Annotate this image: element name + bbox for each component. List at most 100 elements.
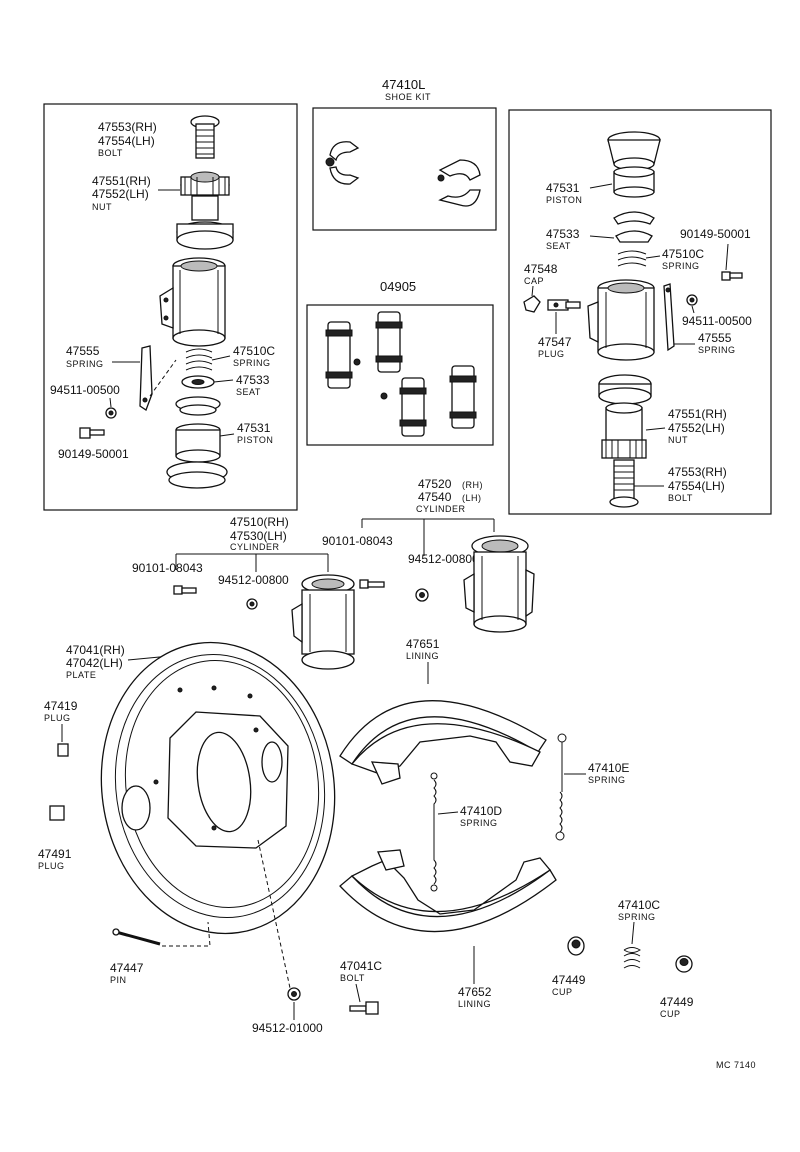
cyl-l-lh-number: 47530(LH)	[230, 529, 287, 543]
spring-47410c	[623, 947, 641, 969]
right-small-bolt	[721, 271, 743, 281]
left-piston-spring	[185, 348, 213, 371]
plate-rh-number: 47041(RH)	[66, 643, 125, 657]
cup-a-label: CUP	[552, 987, 573, 997]
shoe-kit-box	[312, 107, 497, 231]
cyl-r-lh-number: 47540	[418, 490, 452, 504]
rt-seat-number: 47533	[546, 227, 580, 241]
lt-piston-number: 47531	[237, 421, 271, 435]
right-cylinder-body	[587, 279, 655, 361]
plate-label: PLATE	[66, 670, 96, 680]
cyl-r-rh-number: 47520	[418, 477, 452, 491]
left-adjusting-nut	[176, 171, 234, 250]
spring-c-number: 47410C	[618, 898, 660, 912]
right-piston-spring	[617, 250, 647, 267]
spring-e-number: 47410E	[588, 761, 629, 775]
rt-spring2-number: 47555	[698, 331, 732, 345]
plug-47491-number: 47491	[38, 847, 72, 861]
pin-number: 47447	[110, 961, 144, 975]
left-spring-bracket	[139, 345, 153, 411]
right-cylinder-bolt	[359, 579, 385, 589]
nut-94512-01000	[287, 987, 301, 1001]
plug-47419-number: 47419	[44, 699, 78, 713]
rt-cap-number: 47548	[524, 262, 558, 276]
rt-spring-number: 47510C	[662, 247, 704, 261]
left-seat	[181, 375, 215, 389]
lt-bolt2-number: 90149-50001	[58, 447, 129, 461]
nut-94512-b-number: 94512-00800	[408, 552, 479, 566]
rt-seat-label: SEAT	[546, 241, 571, 251]
plug-47419	[57, 743, 69, 757]
kit-04905-part-number: 04905	[380, 279, 416, 294]
shoe-kit-clip-left	[325, 141, 360, 185]
rt-piston-number: 47531	[546, 181, 580, 195]
cup-a-number: 47449	[552, 973, 586, 987]
rt-nut-label: NUT	[668, 435, 688, 445]
right-cylinder-nut	[415, 588, 429, 602]
shoe-kit-clip-right	[437, 159, 481, 207]
shoe-kit-label: SHOE KIT	[385, 92, 431, 102]
cyl-l-label: CYLINDER	[230, 542, 280, 552]
left-adjusting-bolt	[190, 115, 220, 159]
rt-plug-number: 47547	[538, 335, 572, 349]
plate-lh-number: 47042(LH)	[66, 656, 123, 670]
rt-bolt-rh-number: 47553(RH)	[668, 465, 727, 479]
cyl-l-rh-number: 47510(RH)	[230, 515, 289, 529]
left-lock-washer	[105, 407, 117, 419]
rt-cap-label: CAP	[524, 276, 544, 286]
bolt-47041c-number: 47041C	[340, 959, 382, 973]
lt-spring2-label: SPRING	[233, 358, 271, 368]
rt-plug-label: PLUG	[538, 349, 565, 359]
lt-spring-number: 47555	[66, 344, 100, 358]
lining-top-number: 47651	[406, 637, 440, 651]
upper-brake-shoe	[339, 700, 547, 785]
rt-spring-label: SPRING	[662, 261, 700, 271]
right-seat	[613, 211, 655, 225]
backing-plate	[100, 641, 336, 935]
diagram-code: MC 7140	[716, 1060, 756, 1070]
left-wheel-cylinder	[291, 574, 355, 670]
rt-spring2-label: SPRING	[698, 345, 736, 355]
cup-47449-a	[567, 936, 585, 956]
plug-47491-label: PLUG	[38, 861, 65, 871]
right-wheel-cylinder	[463, 535, 535, 633]
right-spring-bracket	[663, 283, 675, 352]
left-cylinder-nut	[246, 598, 258, 610]
spring-c-label: SPRING	[618, 912, 656, 922]
pin-label: PIN	[110, 975, 127, 985]
cyl-r-label: CYLINDER	[416, 504, 466, 514]
bolt-90101-a-number: 90101-08043	[132, 561, 203, 575]
nut-94512-a-number: 94512-00800	[218, 573, 289, 587]
right-adjusting-bolt	[609, 459, 639, 508]
lt-spring-label: SPRING	[66, 359, 104, 369]
spring-47410e	[555, 733, 567, 841]
lt-spring2-number: 47510C	[233, 344, 275, 358]
lining-top-label: LINING	[406, 651, 439, 661]
cup-b-number: 47449	[660, 995, 694, 1009]
lining-bot-label: LINING	[458, 999, 491, 1009]
cyl-r-rh-tag: (RH)	[462, 480, 483, 490]
lt-piston-label: PISTON	[237, 435, 273, 445]
lt-bolt-label: BOLT	[98, 148, 123, 158]
shoe-kit-part-number: 47410L	[382, 77, 425, 92]
plug-47491	[49, 805, 65, 821]
right-cylinder-box	[508, 109, 772, 515]
left-cylinder-body	[159, 257, 226, 347]
bolt-47041c	[349, 1001, 379, 1015]
nut-94512-01000-number: 94512-01000	[252, 1021, 323, 1035]
spring-47410d	[430, 772, 438, 892]
cyl-r-lh-tag: (LH)	[462, 493, 482, 503]
lt-nut-rh-number: 47551(RH)	[92, 174, 151, 188]
anchor-pin	[112, 928, 161, 946]
cup-47449-b	[675, 955, 693, 973]
right-spring-cup	[615, 230, 653, 243]
right-bleeder-cap	[523, 295, 541, 313]
left-piston	[166, 396, 228, 489]
bolt-47041c-label: BOLT	[340, 973, 365, 983]
left-cylinder-box	[43, 103, 298, 511]
spring-d-number: 47410D	[460, 804, 502, 818]
rt-piston-label: PISTON	[546, 195, 582, 205]
right-adjusting-nut	[598, 374, 652, 459]
bolt-90101-b-number: 90101-08043	[322, 534, 393, 548]
rt-bolt2-number: 90149-50001	[680, 227, 751, 241]
